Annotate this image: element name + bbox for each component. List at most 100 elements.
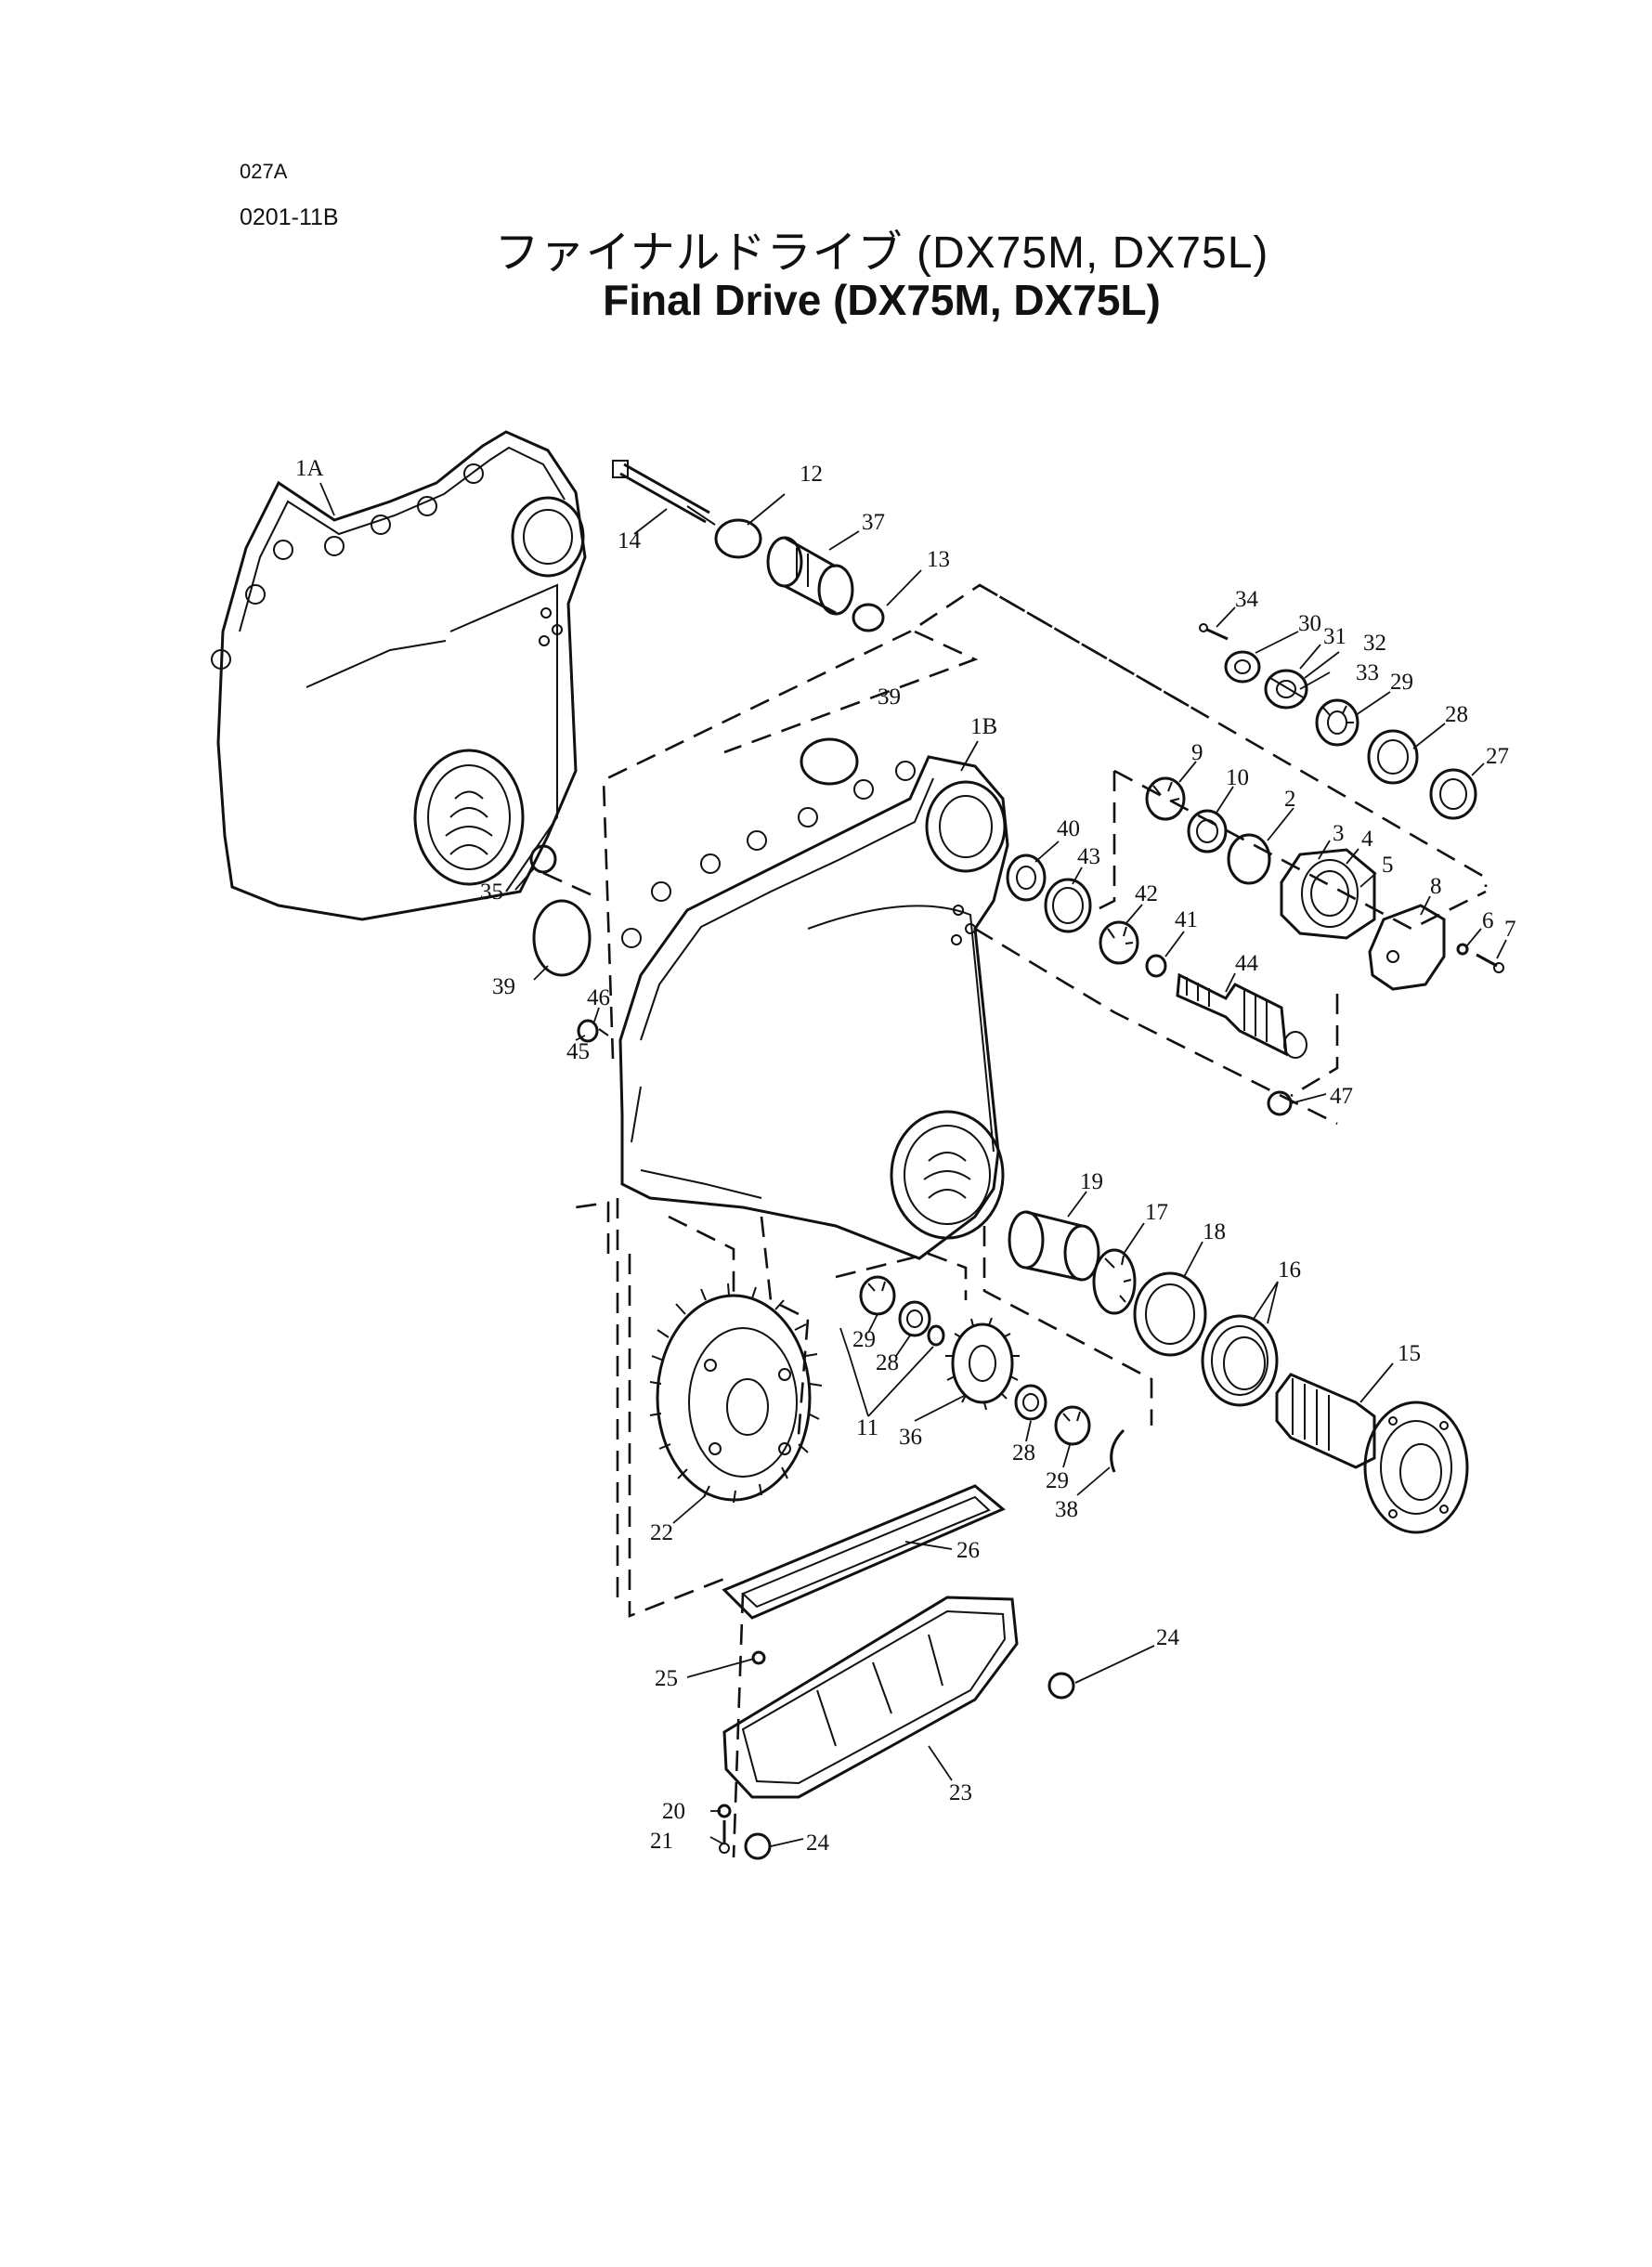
label-4: 4 xyxy=(1361,827,1373,852)
ring-28-upper xyxy=(1367,729,1419,785)
gear-22 xyxy=(649,1283,823,1504)
label-30: 30 xyxy=(1298,611,1321,636)
bolt-14 xyxy=(612,460,716,526)
o-ring-13 xyxy=(852,603,885,632)
race-18 xyxy=(1133,1271,1207,1357)
label-34: 34 xyxy=(1235,587,1259,612)
label-37: 37 xyxy=(862,510,885,535)
label-42: 42 xyxy=(1135,881,1158,906)
collar-41 xyxy=(1145,954,1167,978)
label-40: 40 xyxy=(1057,816,1080,841)
sleeve-37 xyxy=(766,536,854,616)
o-ring-39-top xyxy=(800,737,859,786)
label-38: 38 xyxy=(1055,1497,1078,1522)
guide-lines xyxy=(542,583,1488,1858)
label-44: 44 xyxy=(1235,951,1259,976)
snap-ring-11 xyxy=(927,1324,945,1347)
o-ring-2 xyxy=(1227,833,1271,885)
label-28-lower: 28 xyxy=(1012,1440,1035,1466)
label-32: 32 xyxy=(1363,631,1386,656)
washer-6 xyxy=(1456,943,1469,956)
ring-28-mid xyxy=(898,1300,931,1337)
title-japanese: ファイナルドライブ (DX75M, DX75L) xyxy=(494,228,1269,278)
label-16: 16 xyxy=(1278,1257,1301,1283)
seal-16 xyxy=(1201,1314,1279,1407)
bearing-29-upper xyxy=(1315,698,1359,747)
label-21: 21 xyxy=(650,1829,673,1854)
seal-27 xyxy=(1429,768,1477,820)
plug-24-bottom xyxy=(744,1832,772,1860)
snap-ring-38 xyxy=(1110,1428,1125,1473)
bearing-42 xyxy=(1099,920,1139,965)
pin-25 xyxy=(751,1650,766,1665)
housing-1a xyxy=(211,430,587,921)
drawing-code-b: 0201-11B xyxy=(240,204,339,230)
label-1b: 1B xyxy=(970,714,997,739)
ring-28-lower xyxy=(1014,1384,1047,1421)
ring-10 xyxy=(1187,809,1228,853)
label-43: 43 xyxy=(1077,844,1100,869)
gear-36 xyxy=(945,1317,1020,1411)
label-20: 20 xyxy=(662,1799,685,1824)
bolt-21 xyxy=(719,1820,730,1854)
label-29-upper: 29 xyxy=(1390,670,1413,695)
label-31: 31 xyxy=(1323,624,1346,649)
retainer-3-4-5 xyxy=(1280,848,1376,940)
label-33: 33 xyxy=(1356,660,1379,685)
label-26: 26 xyxy=(956,1538,980,1563)
label-2: 2 xyxy=(1284,787,1296,812)
label-35: 35 xyxy=(480,879,503,905)
label-7: 7 xyxy=(1504,917,1516,942)
label-29-lower: 29 xyxy=(1046,1468,1069,1493)
cover-30 xyxy=(1224,650,1261,684)
label-3: 3 xyxy=(1333,821,1345,846)
leader-lines xyxy=(319,482,1507,1847)
label-39-left: 39 xyxy=(492,974,515,999)
collar-19 xyxy=(1008,1210,1100,1282)
title-english: Final Drive (DX75M, DX75L) xyxy=(603,276,1161,324)
label-19: 19 xyxy=(1080,1169,1103,1194)
label-14: 14 xyxy=(618,528,642,554)
plug-35 xyxy=(529,844,557,874)
label-8: 8 xyxy=(1430,874,1442,899)
seal-40 xyxy=(1006,853,1047,902)
label-36: 36 xyxy=(899,1425,922,1450)
plug-45-46 xyxy=(577,1019,609,1043)
bearing-9 xyxy=(1145,776,1186,821)
label-5: 5 xyxy=(1382,853,1394,878)
o-ring-39-left xyxy=(532,899,592,977)
bearing-29-lower xyxy=(1054,1405,1091,1446)
label-12: 12 xyxy=(800,462,823,487)
label-41: 41 xyxy=(1175,907,1198,932)
label-6: 6 xyxy=(1482,908,1494,933)
label-23: 23 xyxy=(949,1780,972,1805)
bearing-29-mid xyxy=(859,1275,896,1316)
nut-31-33 xyxy=(1264,669,1308,710)
label-46: 46 xyxy=(587,985,610,1010)
label-27: 27 xyxy=(1486,744,1509,769)
bearing-17 xyxy=(1092,1248,1137,1315)
label-15: 15 xyxy=(1398,1341,1421,1366)
housing-1b xyxy=(618,755,1009,1260)
drawing-code-a: 027A xyxy=(240,160,288,183)
label-10: 10 xyxy=(1226,765,1249,790)
label-45: 45 xyxy=(566,1039,590,1064)
label-9: 9 xyxy=(1191,740,1203,765)
label-17: 17 xyxy=(1145,1200,1168,1225)
race-43 xyxy=(1044,878,1092,933)
oil-pan-23 xyxy=(722,1596,1019,1799)
bolt-34 xyxy=(1199,623,1229,641)
label-28-mid: 28 xyxy=(876,1350,899,1375)
label-13: 13 xyxy=(927,547,950,572)
o-ring-12 xyxy=(714,518,762,559)
label-1a: 1A xyxy=(295,456,324,481)
output-shaft-15 xyxy=(1275,1373,1469,1534)
label-25: 25 xyxy=(655,1666,678,1691)
label-11: 11 xyxy=(856,1415,878,1440)
label-24-bottom: 24 xyxy=(806,1831,830,1856)
label-18: 18 xyxy=(1203,1219,1226,1244)
label-28-upper: 28 xyxy=(1445,702,1468,727)
plug-24-right xyxy=(1047,1672,1075,1700)
label-39-top: 39 xyxy=(878,684,901,710)
